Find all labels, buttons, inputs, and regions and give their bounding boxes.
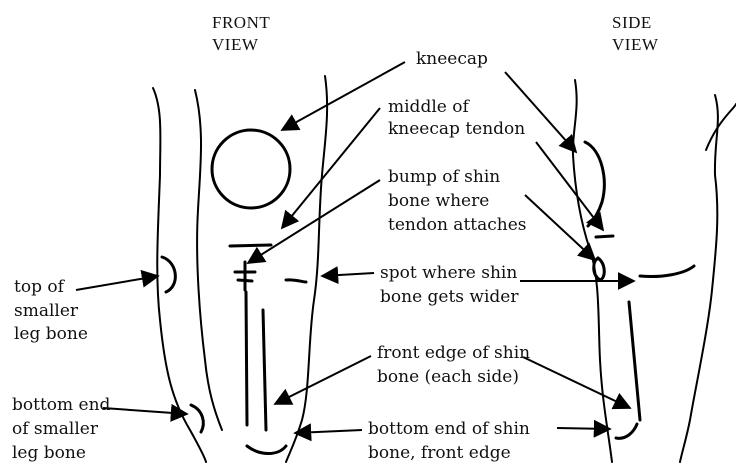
- label-front-edge: front edge of shin bone (each side): [377, 343, 536, 387]
- arrow-wider-front: [322, 273, 374, 276]
- view-titles: FRONT VIEW SIDE VIEW: [212, 13, 659, 54]
- label-bottom-shin: bottom end of shin bone, front edge: [368, 419, 535, 463]
- side-shin-bottom-curve: [616, 424, 637, 438]
- arrow-front-edge-front: [275, 356, 371, 404]
- side-tendon-mark: [596, 236, 613, 237]
- front-leg-inner-outline: [195, 90, 222, 430]
- side-leg-front-detail: [706, 104, 736, 150]
- label-bottom-smaller-bone: bottom end of smaller leg bone: [12, 395, 116, 463]
- label-bump: bump of shin bone where tendon attaches: [388, 167, 527, 235]
- arrow-kneecap-side: [505, 72, 576, 152]
- front-view-leg-drawing: [153, 76, 327, 462]
- side-leg-front-outline: [680, 95, 718, 462]
- side-view-leg-drawing: [573, 80, 736, 462]
- annotations: kneecap middle of kneecap tendon bump of…: [12, 49, 536, 463]
- arrow-bottom-shin-front: [295, 430, 362, 433]
- front-leg-right-outline: [286, 76, 327, 462]
- arrow-bottom-shin-side: [557, 428, 610, 429]
- front-shin-widening-right: [286, 280, 306, 282]
- arrow-top-smaller-bone: [76, 276, 158, 290]
- arrow-front-edge-side: [523, 357, 630, 408]
- side-shin-widening-right: [640, 266, 694, 277]
- arrow-kneecap-front: [282, 62, 405, 130]
- front-tendon-mark: [230, 245, 271, 246]
- side-leg-back-outline: [573, 80, 612, 462]
- side-shin-front-edge: [629, 302, 640, 420]
- front-shin-edge-right: [263, 310, 266, 430]
- front-shin-bottom-curve: [247, 446, 286, 454]
- label-tendon-middle: middle of kneecap tendon: [388, 97, 525, 139]
- front-shin-widening-left: [238, 280, 252, 281]
- side-kneecap-shape: [585, 142, 604, 226]
- front-smaller-bone-bottom: [191, 405, 203, 432]
- front-shin-edge-left: [246, 292, 247, 425]
- front-bump-cross: [235, 262, 255, 290]
- label-kneecap: kneecap: [416, 49, 488, 69]
- label-top-smaller-bone: top of smaller leg bone: [14, 277, 88, 344]
- arrow-bump-front: [248, 180, 380, 263]
- side-view-title: SIDE VIEW: [612, 13, 659, 54]
- front-view-title: FRONT VIEW: [212, 13, 275, 54]
- front-kneecap-shape: [212, 130, 290, 208]
- arrow-tendon-side: [536, 142, 603, 230]
- front-smaller-bone-top: [162, 257, 175, 292]
- label-spot-wider: spot where shin bone gets wider: [380, 263, 523, 307]
